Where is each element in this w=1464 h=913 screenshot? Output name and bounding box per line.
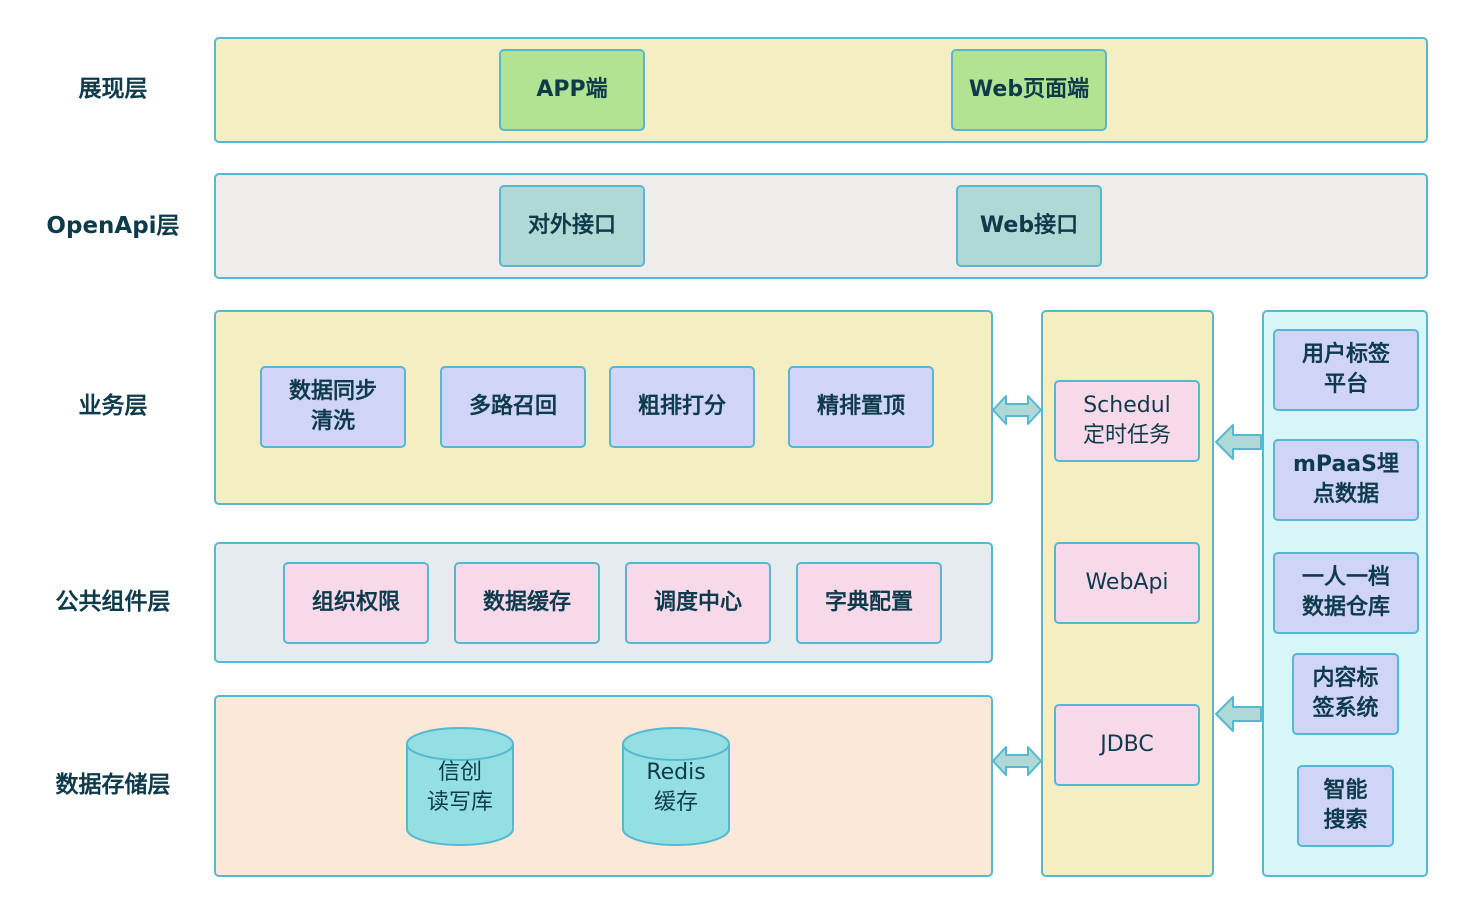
- dictionary-config-box: 字典配置: [796, 562, 942, 644]
- layer-label-common: 公共组件层: [55, 589, 171, 615]
- left-arrow-schedule-icon: [1215, 424, 1262, 460]
- content-tag-system-box: 内容标 签系统: [1292, 653, 1399, 735]
- webapi-box: WebApi: [1054, 542, 1200, 624]
- smart-search-box: 智能 搜索: [1297, 765, 1394, 847]
- xinchuang-db-cylinder-icon: [406, 727, 514, 846]
- data-cache-box: 数据缓存: [454, 562, 600, 644]
- layer-label-openapi: OpenApi层: [46, 213, 180, 239]
- mpaas-tracking-data-box: mPaaS埋 点数据: [1273, 439, 1419, 521]
- user-tag-platform-box: 用户标签 平台: [1273, 329, 1419, 411]
- storage-layer-panel: [214, 695, 993, 877]
- presentation-layer-panel: [214, 37, 1428, 143]
- multi-recall-box: 多路召回: [440, 366, 586, 448]
- openapi-layer-panel: [214, 173, 1428, 279]
- redis-cache-label: Redis 缓存: [646, 760, 706, 815]
- data-sync-clean-box: 数据同步 清洗: [260, 366, 406, 448]
- web-interface-box: Web接口: [956, 185, 1102, 267]
- layer-label-presentation: 展现层: [78, 76, 148, 102]
- scheduling-center-box: 调度中心: [625, 562, 771, 644]
- rough-ranking-box: 粗排打分: [609, 366, 755, 448]
- redis-cache-cylinder-icon: [622, 727, 730, 846]
- double-arrow-business-icon: [992, 395, 1042, 425]
- left-arrow-jdbc-icon: [1215, 696, 1262, 732]
- layer-label-business: 业务层: [78, 393, 148, 419]
- external-interface-box: 对外接口: [499, 185, 645, 267]
- xinchuang-db-label: 信创 读写库: [426, 760, 493, 815]
- fine-ranking-box: 精排置顶: [788, 366, 934, 448]
- one-person-archive-box: 一人一档 数据仓库: [1273, 552, 1419, 634]
- app-client-box: APP端: [499, 49, 645, 131]
- jdbc-box: JDBC: [1054, 704, 1200, 786]
- schedule-task-box: Schedul 定时任务: [1054, 380, 1200, 462]
- org-permission-box: 组织权限: [283, 562, 429, 644]
- double-arrow-storage-icon: [992, 746, 1042, 776]
- web-page-client-box: Web页面端: [951, 49, 1107, 131]
- layer-label-storage: 数据存储层: [55, 772, 171, 798]
